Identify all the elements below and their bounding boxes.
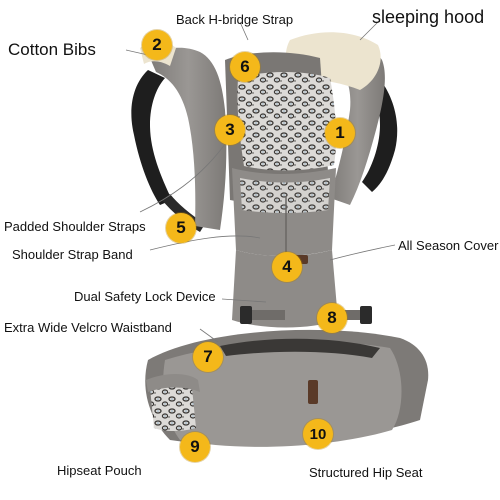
cotton-bibs-label: Cotton Bibs [8,40,96,59]
right-shoulder-strap [330,42,385,206]
right-black-strap [362,70,398,192]
all-season-cover-label: All Season Cover [398,238,499,253]
shoulder-strap-band-label: Shoulder Strap Band [12,247,133,262]
badge-4: 4 [272,252,302,282]
badge-3: 3 [215,115,245,145]
badge-9: 9 [180,432,210,462]
pocket-pattern [240,178,330,213]
badge-7: 7 [193,342,223,372]
padded-shoulder-straps-label: Padded Shoulder Straps [4,219,146,234]
dual-safety-lock-device-label: Dual Safety Lock Device [74,289,216,304]
hipseat-pouch [150,383,196,431]
structured-hip-seat-label: Structured Hip Seat [309,465,423,480]
hip-seat [163,341,402,447]
badge-8: 8 [317,303,347,333]
badge-2: 2 [142,30,172,60]
leopard-panel [237,72,337,171]
left-black-strap [131,70,172,205]
badge-1: 1 [325,118,355,148]
extra-wide-velcro-waistband-label: Extra Wide Velcro Waistband [4,320,172,335]
carrier-body [232,250,338,328]
hipseat-pouch-label: Hipseat Pouch [57,463,142,478]
badge-10: 10 [303,419,333,449]
badge-6: 6 [230,52,260,82]
sleeping-hood-label: sleeping hood [372,7,485,27]
badge-5: 5 [166,213,196,243]
back-h-bridge-strap-label: Back H-bridge Strap [176,12,294,27]
left-shoulder-strap [150,47,227,230]
